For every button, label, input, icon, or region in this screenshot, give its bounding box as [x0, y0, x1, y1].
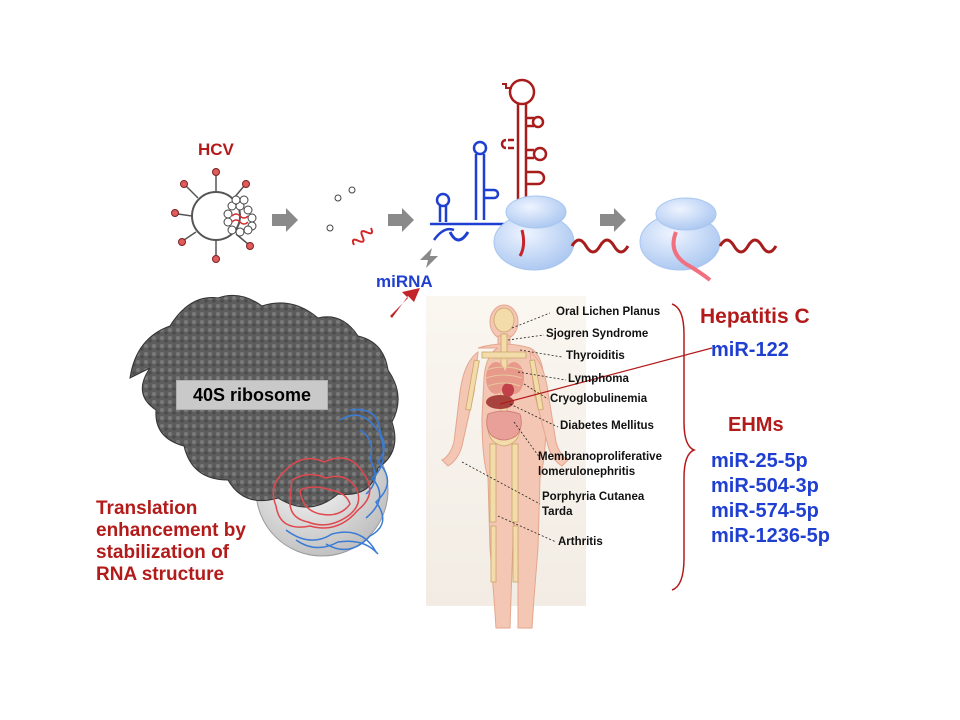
ires-structure	[430, 78, 548, 242]
translation-line: Translation	[96, 498, 198, 519]
ehms-title: EHMs	[728, 414, 784, 436]
red-arrow	[390, 288, 420, 318]
ehm-mirna: miR-25-5p	[711, 450, 808, 472]
disease-label: Oral Lichen Planus	[556, 306, 661, 318]
released-rna	[326, 186, 374, 246]
mirna-label: miRNA	[376, 272, 433, 291]
disease-label: Lymphoma	[568, 373, 629, 385]
hcv-virion	[171, 168, 257, 263]
disease-label: Porphyria Cutanea	[542, 491, 645, 503]
hepatitis-title: Hepatitis C	[700, 305, 810, 328]
braces	[671, 303, 697, 591]
disease-label: Diabetes Mellitus	[560, 420, 654, 432]
ehm-mirna: miR-1236-5p	[711, 525, 830, 547]
hepatitis-mirna: miR-122	[711, 339, 789, 361]
ribosome-initiation	[493, 195, 630, 271]
translation-caption: Translation enhancement by stabilization…	[96, 498, 246, 586]
hcv-label: HCV	[198, 140, 234, 159]
process-arrows	[272, 208, 626, 232]
disease-label: Membranoproliferative	[538, 451, 662, 463]
translation-line: stabilization of	[96, 542, 229, 563]
disease-label: Cryoglobulinemia	[550, 393, 648, 405]
disease-label: Arthritis	[558, 536, 603, 548]
human-body-figure	[426, 296, 713, 629]
ehm-mirna: miR-504-3p	[711, 475, 819, 497]
disease-label: Sjogren Syndrome	[546, 328, 649, 340]
mirna-arrow	[420, 248, 438, 268]
translation-line: enhancement by	[96, 520, 246, 541]
ehm-mirna: miR-574-5p	[711, 500, 819, 522]
ribosome-translation	[639, 197, 778, 282]
ribosome-label: 40S ribosome	[176, 380, 328, 410]
disease-label: lomerulonephritis	[538, 466, 636, 478]
translation-line: RNA structure	[96, 564, 225, 585]
disease-label: Thyroiditis	[566, 350, 625, 362]
disease-label: Tarda	[542, 506, 573, 518]
